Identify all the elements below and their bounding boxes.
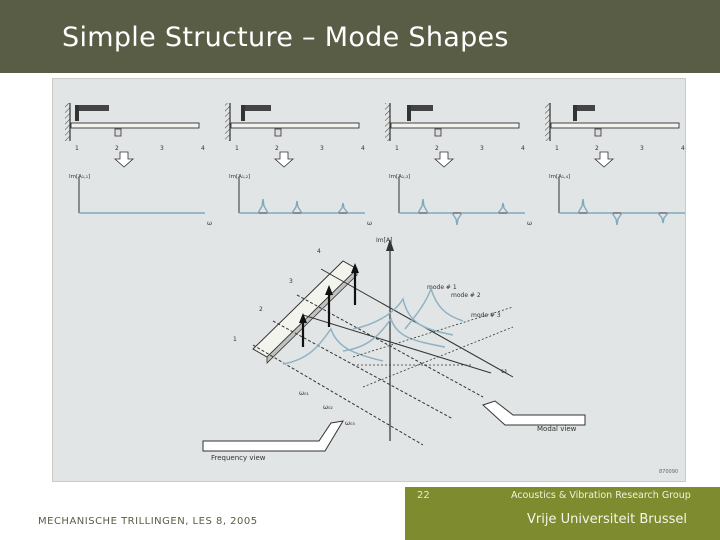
main-view: mode # 1 mode # 2 mode # 3 Im[A] ω₀₁ ω₀₂… — [202, 237, 678, 475]
hammer-head — [241, 105, 245, 121]
hammer-head — [407, 105, 411, 121]
mode-1-label: mode # 1 — [427, 284, 457, 291]
hammer-head — [75, 105, 79, 121]
hammer — [243, 105, 271, 111]
wall-hatch — [385, 103, 390, 141]
frequency-view-label: Frequency view — [211, 454, 266, 462]
point-label-3: 3 — [160, 145, 164, 152]
figure-code: 870090 — [659, 469, 678, 475]
hammer — [575, 105, 595, 111]
beam — [390, 122, 520, 129]
omega-02-label: ω₀₂ — [323, 404, 333, 411]
point-label-1: 1 — [395, 145, 399, 152]
beam — [70, 122, 200, 129]
point-label-3: 3 — [320, 145, 324, 152]
spectrum-curve — [399, 198, 525, 226]
point-label-1: 1 — [555, 145, 559, 152]
accelerometer — [274, 128, 282, 137]
point-label-3: 3 — [480, 145, 484, 152]
point-label-4: 4 — [681, 145, 685, 152]
slide-title: Simple Structure – Mode Shapes — [62, 22, 509, 53]
point-label-4: 4 — [521, 145, 525, 152]
hammer — [409, 105, 433, 111]
point-label-2: 2 — [595, 145, 599, 152]
down-arrow-icon — [433, 151, 455, 168]
panel-ylabel: Im[A₁,₃] — [389, 174, 410, 180]
beam-point-2: 2 — [259, 306, 263, 313]
main-omega-label: ω — [501, 367, 507, 375]
modal-view-label: Modal view — [537, 425, 577, 433]
point-label-2: 2 — [435, 145, 439, 152]
beam-point-3: 3 — [289, 278, 293, 285]
omega-axis-main — [302, 314, 492, 374]
point-label-4: 4 — [361, 145, 365, 152]
research-group-label: Acoustics & Vibration Research Group — [511, 490, 691, 501]
beam-block-side — [266, 268, 358, 364]
course-label: MECHANISCHE TRILLINGEN, LES 8, 2005 — [38, 516, 258, 527]
accelerometer — [114, 128, 122, 137]
panel-1: 1 2 3 4Im[A₁,₁] ω — [65, 103, 212, 227]
mode-3-label: mode # 3 — [471, 312, 501, 319]
accelerometer — [594, 128, 602, 137]
beam-point-1: 1 — [233, 336, 237, 343]
beam — [230, 122, 360, 129]
panel-ylabel: Im[A₁,₄] — [549, 174, 570, 180]
panel-ylabel: Im[A₁,₂] — [229, 174, 250, 180]
page-number: 22 — [417, 490, 430, 501]
wall-hatch — [65, 103, 70, 141]
footer-left-panel — [0, 487, 405, 540]
accelerometer — [434, 128, 442, 137]
main-ylabel: Im[A] — [376, 237, 392, 244]
hammer-head — [573, 105, 577, 121]
point-label-4: 4 — [201, 145, 205, 152]
university-label: Vrije Universiteit Brussel — [527, 512, 687, 527]
point-label-1: 1 — [235, 145, 239, 152]
point-label-2: 2 — [275, 145, 279, 152]
wall-hatch — [545, 103, 550, 141]
down-arrow-icon — [593, 151, 615, 168]
panel-3: 1 2 3 4Im[A₁,₃] ω — [385, 103, 532, 227]
down-arrow-icon — [113, 151, 135, 168]
point-label-1: 1 — [75, 145, 79, 152]
omega-01-label: ω₀₁ — [299, 390, 309, 397]
beam-block — [252, 260, 358, 358]
spectrum-curve — [239, 198, 365, 214]
panel-2: 1 2 3 4Im[A₁,₂] ω — [225, 103, 372, 227]
panel-omega: ω — [207, 220, 212, 227]
down-arrow-icon — [273, 151, 295, 168]
omega-03-label: ω₀₃ — [345, 420, 355, 427]
spectrum-curve — [559, 198, 685, 226]
wall-hatch — [225, 103, 230, 141]
point-label-2: 2 — [115, 145, 119, 152]
mode-2-label: mode # 2 — [451, 292, 481, 299]
point-label-3: 3 — [640, 145, 644, 152]
beam — [550, 122, 680, 129]
panel-ylabel: Im[A₁,₁] — [69, 174, 90, 180]
hammer — [77, 105, 109, 111]
beam-point-4: 4 — [317, 248, 321, 255]
title-bar: Simple Structure – Mode Shapes — [0, 0, 720, 73]
panel-omega: ω — [527, 220, 532, 227]
panel-omega: ω — [367, 220, 372, 227]
